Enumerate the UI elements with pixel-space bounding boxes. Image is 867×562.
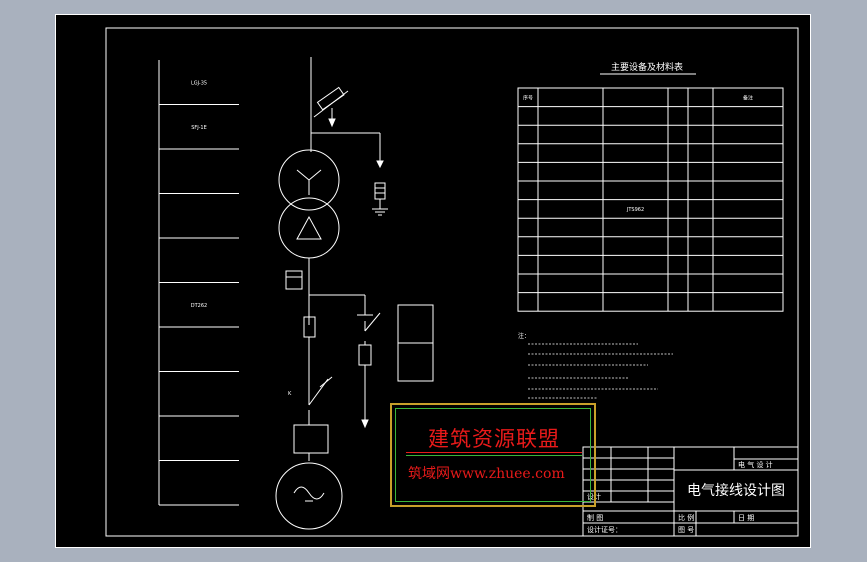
watermark-green-rule	[406, 455, 582, 456]
title-scale-label: 比 例	[678, 513, 694, 522]
notes-lines	[528, 343, 673, 399]
branch-fuse	[358, 344, 372, 366]
title-number-label: 图 号	[678, 526, 694, 534]
breaker-label: K	[288, 391, 292, 397]
materials-table-title: 主要设备及材料表	[611, 61, 683, 73]
table-cell: JTS962	[626, 207, 644, 213]
title-discipline-label: 电 气 设 计	[738, 460, 773, 469]
watermark-red-rule	[406, 452, 582, 453]
breaker-symbol	[308, 376, 333, 425]
title-block: 设计制 图比 例日 期设计证号：图 号电 气 设 计电气接线设计图	[582, 446, 799, 537]
single-line-diagram	[275, 57, 434, 530]
table-header-cell: 序号	[523, 95, 533, 102]
watermark-frame: 建筑资源联盟 筑域网www.zhuee.com	[390, 403, 596, 507]
motor-symbol	[275, 462, 343, 530]
left-label: LGJ-35	[191, 80, 207, 86]
watermark-top-text: 建筑资源联盟	[428, 427, 560, 451]
ground-branch	[311, 132, 388, 216]
watermark-bottom-text: 筑域网www.zhuee.com	[408, 466, 565, 482]
arrester-symbol	[310, 86, 349, 128]
transformer-symbol	[278, 149, 340, 259]
title-draw-label: 制 图	[587, 513, 603, 522]
inner-frame	[105, 27, 799, 537]
drawing-title: 电气接线设计图	[687, 482, 785, 499]
outgoing-panel	[397, 304, 434, 382]
materials-table: 序号 备注 JTS962	[517, 87, 784, 312]
table-header-cell: 备注	[743, 95, 753, 102]
notes-section: 注：	[518, 332, 530, 340]
title-date-label: 日 期	[738, 514, 754, 522]
meter-box	[285, 270, 303, 290]
title-cert-label: 设计证号：	[587, 525, 622, 534]
left-label: DT262	[191, 303, 207, 309]
starter-box	[293, 424, 329, 454]
left-label: SFJ-1E	[191, 125, 207, 131]
svg-text:注：: 注：	[518, 332, 530, 340]
